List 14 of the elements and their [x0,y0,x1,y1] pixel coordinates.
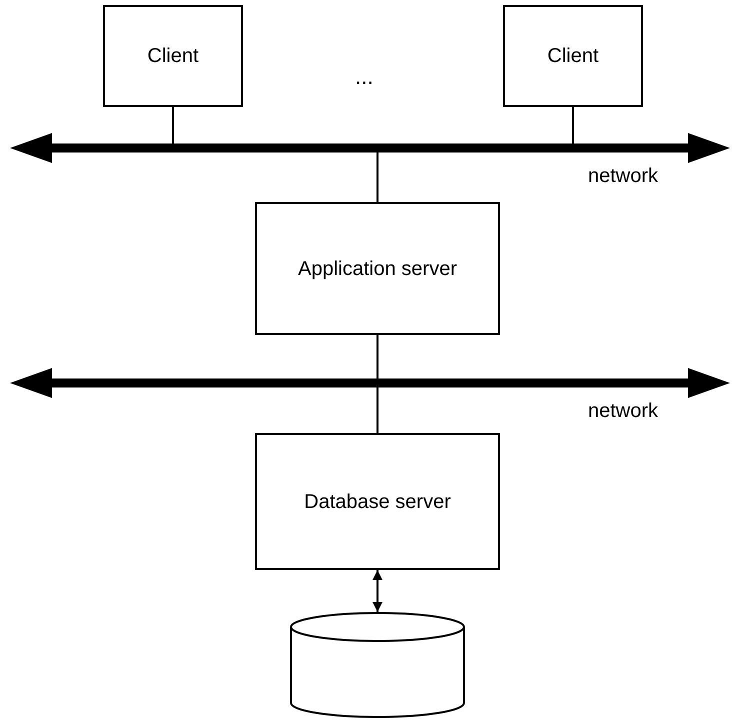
process-box: Application server [255,202,500,335]
network-label: network [588,165,658,188]
connector-line [376,388,378,433]
double-arrow [372,570,382,612]
process-box: Client [103,5,243,107]
database-cylinder [290,612,465,718]
network-label: network [588,400,658,423]
connector-line [172,107,174,144]
connector-line [376,152,378,202]
connector-line [572,107,574,144]
process-box: Database server [255,433,500,570]
connector-line [376,335,378,378]
process-box: Client [503,5,643,107]
ellipsis-label: ... [355,64,374,90]
